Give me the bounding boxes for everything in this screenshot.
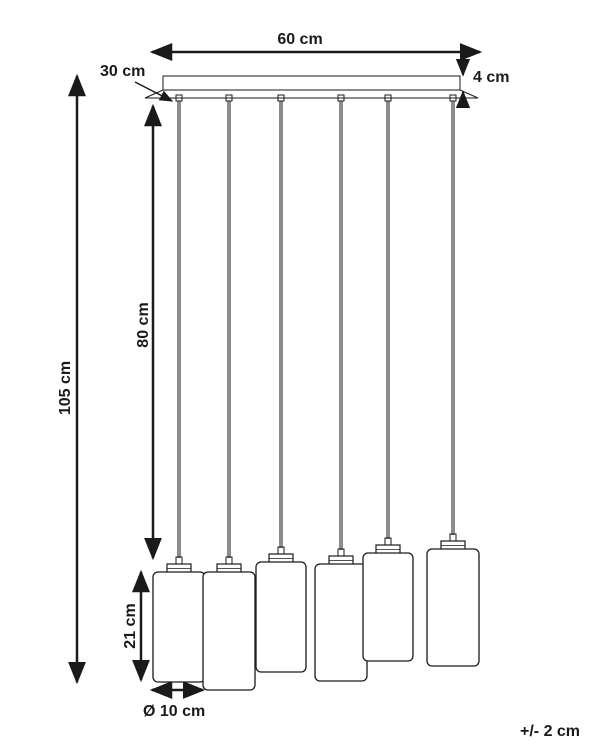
pendants [152, 94, 480, 691]
cord-mount [384, 94, 392, 102]
cord-length-dimension: 80 cm [135, 103, 162, 561]
depth-label: 30 cm [100, 63, 145, 80]
total-height-label: 105 cm [57, 361, 74, 415]
total-height-dimension: 105 cm [57, 73, 86, 685]
cord-connector [225, 556, 233, 565]
cord-connector [175, 556, 183, 565]
pendant-lamp [314, 94, 368, 682]
cord-mount [175, 94, 183, 102]
depth-dimension: 30 cm [100, 63, 174, 102]
glass-shade [314, 563, 368, 682]
cord-length-label: 80 cm [135, 302, 152, 347]
pendant-lamp [255, 94, 307, 673]
pendant-lamp [362, 94, 414, 662]
pendant-lamp [202, 94, 256, 691]
shade-height-label: 21 cm [122, 603, 139, 648]
width-label: 60 cm [277, 31, 322, 48]
cord-connector [384, 537, 392, 546]
glass-shade [255, 561, 307, 673]
cord-connector [277, 546, 285, 555]
glass-shade [362, 552, 414, 662]
glass-shade [152, 571, 206, 683]
cord-mount [225, 94, 233, 102]
cord-connector [449, 533, 457, 542]
canopy-height-dimension: 4 cm [455, 58, 509, 109]
width-dimension: 60 cm [149, 31, 483, 61]
cord-mount [449, 94, 457, 102]
shade-diameter-dimension: Ø 10 cm [143, 681, 205, 720]
cord-mount [277, 94, 285, 102]
cord-connector [337, 548, 345, 557]
shade-diameter-label: Ø 10 cm [143, 703, 205, 720]
pendant-lamp [426, 94, 480, 667]
shade-height-dimension: 21 cm [122, 569, 150, 683]
cord-mount [337, 94, 345, 102]
tolerance-label: +/- 2 cm [520, 723, 580, 740]
ceiling-canopy [144, 75, 479, 99]
glass-shade [202, 571, 256, 691]
glass-shade [426, 548, 480, 667]
canopy-height-label: 4 cm [473, 69, 509, 86]
pendant-lamp [152, 94, 206, 683]
